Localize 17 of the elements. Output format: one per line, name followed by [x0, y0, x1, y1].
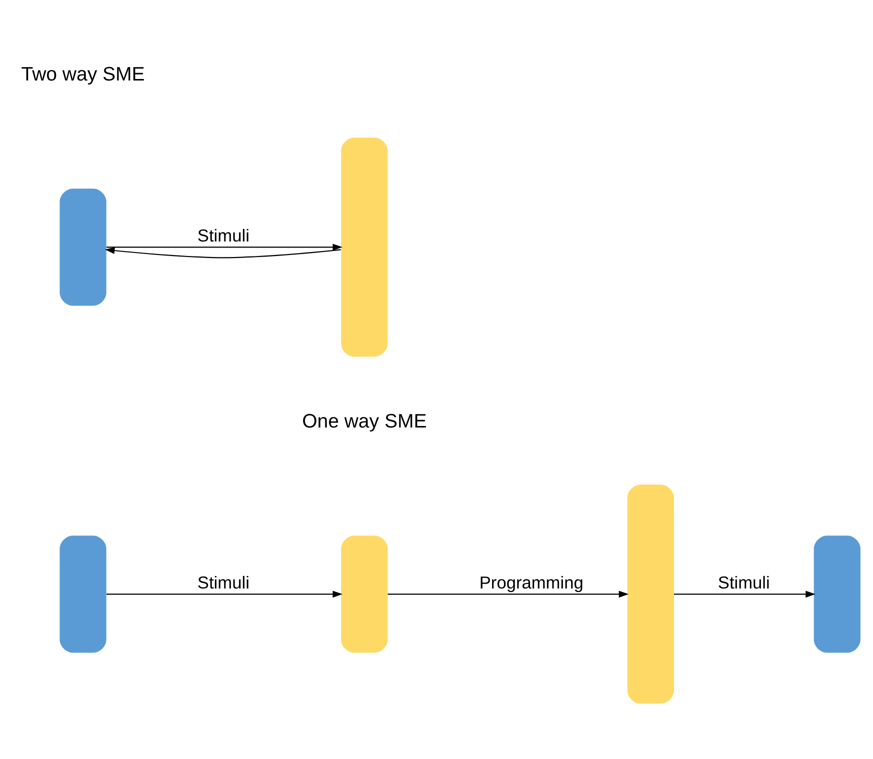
- edge-label: Stimuli: [197, 572, 250, 592]
- node-box: [814, 535, 860, 652]
- node-box: [341, 535, 388, 652]
- arrow: [104, 246, 341, 258]
- arrow: [674, 590, 816, 598]
- node-box: [60, 535, 106, 652]
- node-box: [60, 188, 106, 306]
- node-box: [341, 137, 388, 356]
- edge-label: Stimuli: [197, 225, 250, 246]
- edge-label: Programming: [479, 572, 584, 592]
- arrow: [106, 590, 342, 598]
- node-box: [627, 484, 674, 704]
- arrow: [388, 590, 629, 598]
- label: Two way SME: [21, 63, 145, 86]
- edge-label: Stimuli: [718, 572, 770, 592]
- arrow: [106, 243, 342, 250]
- label: One way SME: [302, 410, 427, 432]
